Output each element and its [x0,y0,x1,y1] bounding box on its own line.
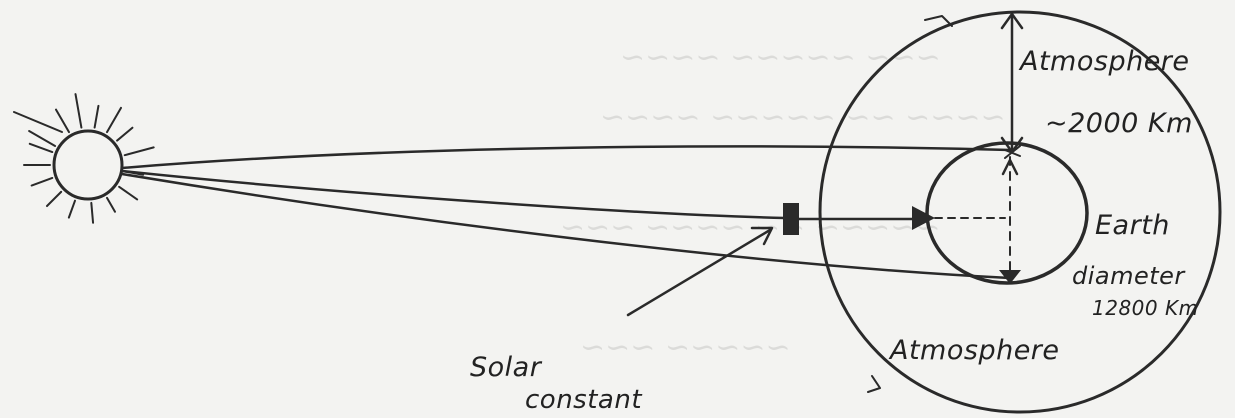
atmosphere-thickness-label: ~2000 Km [1045,108,1193,139]
sun-ray [30,144,53,152]
atmosphere-thickness-arrow [1002,14,1022,158]
sun [14,94,154,223]
atmosphere-bottom-label: Atmosphere [890,335,1060,366]
solar-constant-label-line2: constant [525,385,642,415]
ray-to-atmosphere-top [122,146,1010,168]
solar-constant-pointer [628,228,772,315]
sun-ray [47,192,61,206]
ray-to-earth-bottom [122,174,1010,278]
sun-ray [125,147,154,155]
solar-constant-receiver [783,203,1005,235]
ray-to-receiver-upper [122,171,785,218]
sun-ray [119,187,137,200]
sun-rays-to-earth [122,146,1010,278]
receiver-arrowhead [912,206,935,230]
sun-ray [56,110,69,133]
diameter-value-label: 12800 Km [1092,296,1199,320]
sun-ray [117,128,132,141]
sun-ray [75,94,81,127]
earth-diameter-arrow [999,157,1021,284]
sun-ray [32,178,53,186]
solar-constant-label-line1: Solar [470,352,541,383]
receiver-block [783,203,799,235]
sun-ray [95,106,99,128]
atmosphere-top-label: Atmosphere [1020,46,1190,77]
sun-ray [69,201,75,218]
arc-mark-bottom [868,376,880,392]
sun-ray [14,112,62,132]
sun-ray [107,108,121,132]
diameter-label: diameter [1072,262,1185,290]
sun-ray [91,203,93,223]
sun-ray [29,131,55,146]
earth-label: Earth [1095,210,1170,241]
sun-rays [14,94,154,223]
sun-disc [54,131,122,199]
sun-ray [107,198,115,212]
